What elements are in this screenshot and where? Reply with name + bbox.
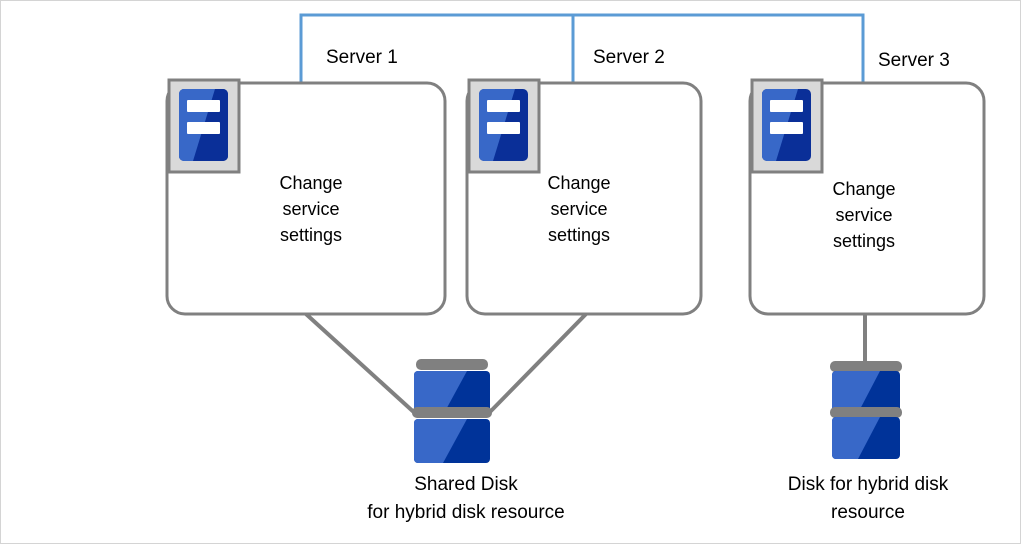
connector-server1-shared-disk [304,312,419,417]
local-disk-caption: Disk for hybrid disk resource [787,474,949,523]
server-3-title: Server 3 [878,50,950,71]
shared-disk-caption: Shared Disk for hybrid disk resource [367,474,565,523]
interconnect-network [299,13,865,82]
server-2-title: Server 2 [593,47,665,68]
server-1-title: Server 1 [326,47,398,68]
server-2-body-text: Change service settings [547,173,611,245]
disk-stack-icon-shared [412,359,492,463]
server-icon-1 [167,78,241,174]
server-3-body-text: Change service settings [832,179,896,251]
disk-connectors [304,312,867,417]
disk-stack-icon-local [830,361,902,459]
server-1-body-text: Change service settings [279,173,343,245]
network-bus-line [299,13,865,82]
connector-server2-shared-disk [485,312,588,417]
server-icon-2 [467,78,541,174]
server-icon-3 [750,78,824,174]
